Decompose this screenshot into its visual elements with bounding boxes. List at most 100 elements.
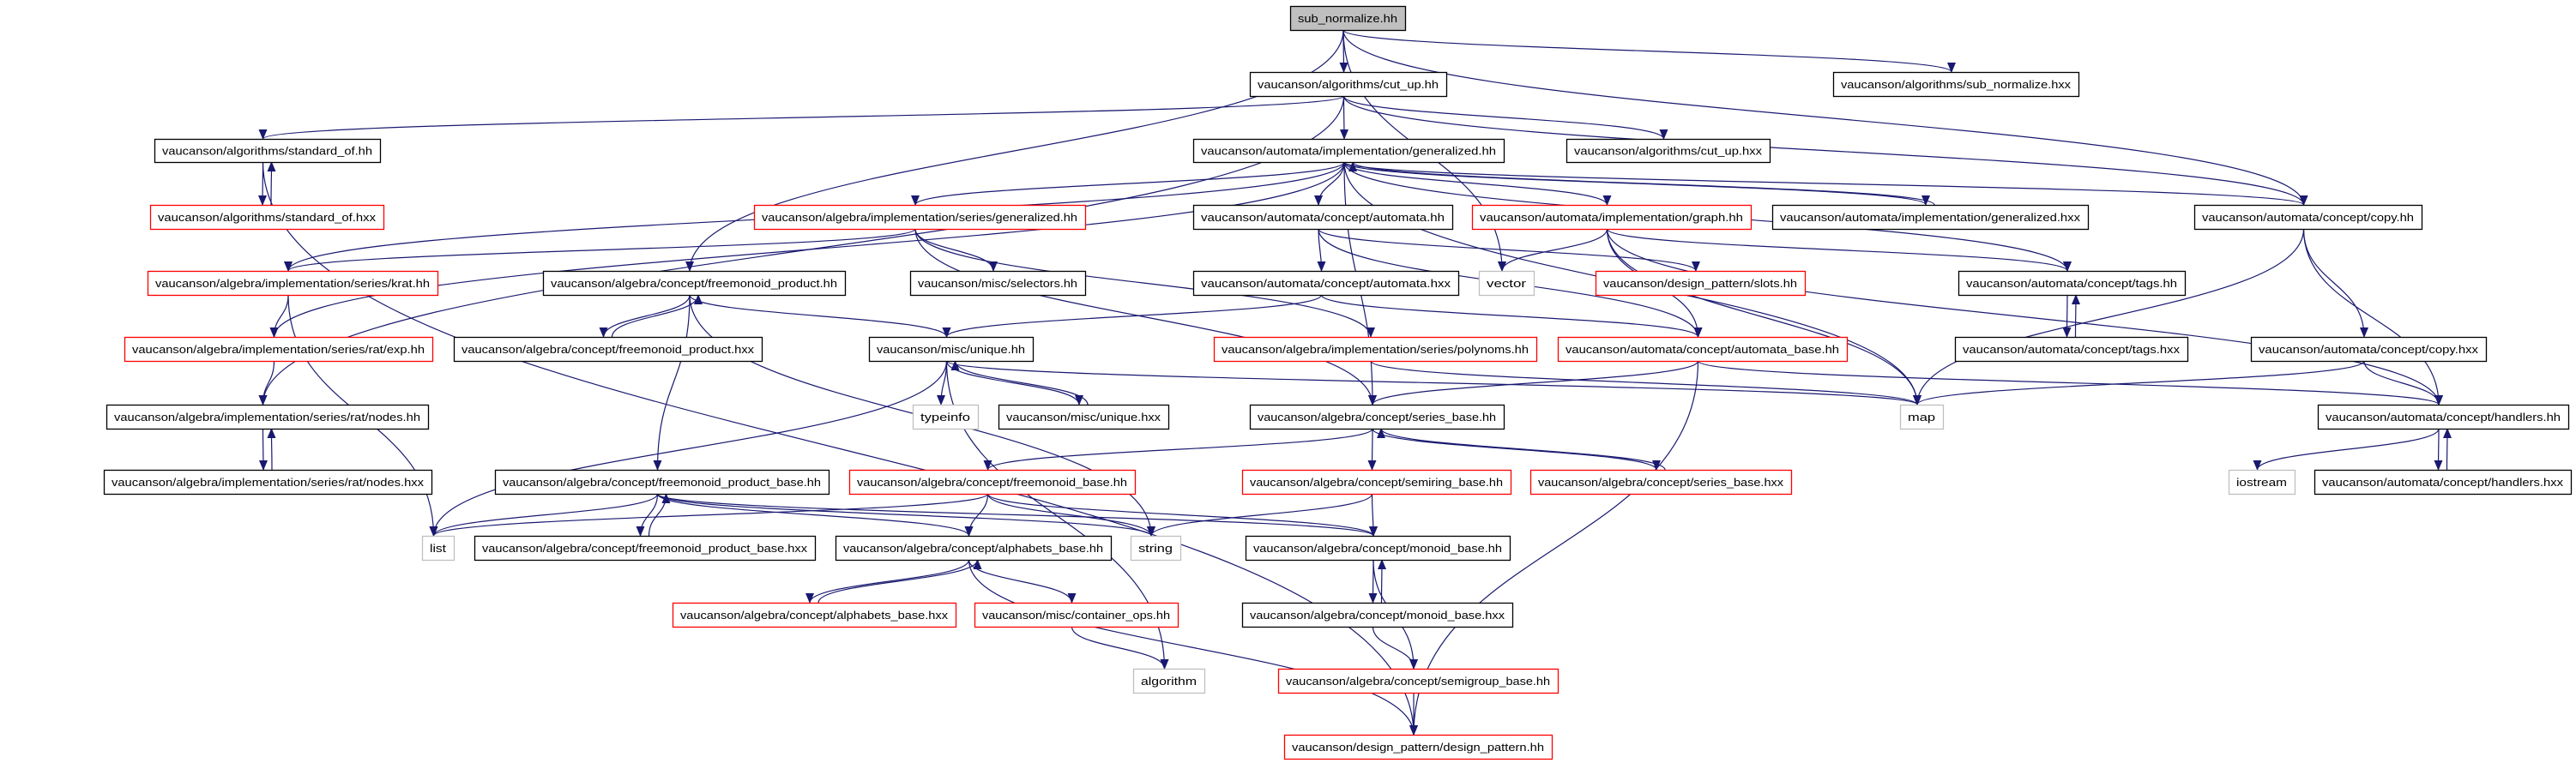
- edge-std_hh-to-dp: [262, 161, 1418, 736]
- edge-fmpb_hh-to-fmpb_hxx: [636, 493, 659, 537]
- node-tags_hxx[interactable]: vaucanson/automata/concept/tags.hxx: [1954, 336, 2189, 363]
- node-copy_hh[interactable]: vaucanson/automata/concept/copy.hh: [2193, 204, 2423, 231]
- node-label: vaucanson/misc/unique.hxx: [1006, 411, 1161, 424]
- edge-aut_hxx-to-unique: [942, 294, 1323, 338]
- node-box: [1529, 469, 1793, 496]
- node-semiring[interactable]: vaucanson/algebra/concept/semiring_base.…: [1241, 469, 1512, 496]
- node-selectors[interactable]: vaucanson/misc/selectors.hh: [909, 270, 1087, 297]
- node-std_hh[interactable]: vaucanson/algorithms/standard_of.hh: [154, 138, 382, 164]
- node-label: vaucanson/automata/concept/copy.hh: [2202, 211, 2414, 224]
- node-box: [1249, 404, 1505, 430]
- node-box: [1245, 535, 1511, 562]
- node-fmp_hxx[interactable]: vaucanson/algebra/concept/freemonoid_pro…: [453, 336, 763, 363]
- node-semigroup[interactable]: vaucanson/algebra/concept/semigroup_base…: [1277, 668, 1559, 694]
- node-sn[interactable]: sub_normalize.hh: [1289, 5, 1407, 32]
- node-gen_hxx[interactable]: vaucanson/automata/implementation/genera…: [1771, 204, 2090, 231]
- node-nodes_hxx[interactable]: vaucanson/algebra/implementation/series/…: [103, 469, 433, 496]
- node-label: vaucanson/algebra/concept/freemonoid_pro…: [462, 343, 755, 356]
- node-label: vaucanson/algebra/concept/series_base.hx…: [1538, 476, 1784, 489]
- node-fmpb_hh[interactable]: vaucanson/algebra/concept/freemonoid_pro…: [494, 469, 830, 496]
- edge-sn-to-sn_hxx: [1342, 29, 1956, 73]
- node-unique_hxx[interactable]: vaucanson/misc/unique.hxx: [998, 404, 1170, 430]
- node-box: [1283, 734, 1553, 760]
- edge-alph_hh-to-dp: [968, 559, 1418, 736]
- node-tags_hh[interactable]: vaucanson/automata/concept/tags.hh: [1958, 270, 2187, 297]
- node-aut_hh[interactable]: vaucanson/automata/concept/automata.hh: [1192, 204, 1454, 231]
- node-krat[interactable]: vaucanson/algebra/implementation/series/…: [147, 270, 439, 297]
- node-label: vaucanson/automata/concept/tags.hxx: [1963, 343, 2181, 356]
- node-label: typeinfo: [920, 411, 970, 424]
- node-alph_hh[interactable]: vaucanson/algebra/concept/alphabets_base…: [835, 535, 1113, 562]
- node-slots[interactable]: vaucanson/design_pattern/slots.hh: [1595, 270, 1807, 297]
- node-algorithm: algorithm: [1132, 668, 1206, 694]
- node-gen_hh[interactable]: vaucanson/automata/implementation/genera…: [1192, 138, 1505, 164]
- node-label: vaucanson/algebra/implementation/series/…: [132, 343, 425, 356]
- node-label: vaucanson/misc/selectors.hh: [918, 277, 1077, 290]
- node-alph_hxx[interactable]: vaucanson/algebra/concept/alphabets_base…: [672, 602, 957, 628]
- node-cutup_hxx[interactable]: vaucanson/algorithms/cut_up.hxx: [1566, 138, 1771, 164]
- node-nodes_hh[interactable]: vaucanson/algebra/implementation/series/…: [106, 404, 430, 430]
- edge-handlers_hxx-to-handlers_hh: [2442, 428, 2452, 471]
- node-fmb_hh[interactable]: vaucanson/algebra/concept/freemonoid_bas…: [848, 469, 1137, 496]
- node-box: [1958, 270, 2187, 297]
- node-label: vaucanson/misc/container_ops.hh: [982, 609, 1170, 622]
- node-monoid_hxx[interactable]: vaucanson/algebra/concept/monoid_base.hx…: [1241, 602, 1514, 628]
- node-label: vaucanson/algorithms/sub_normalize.hxx: [1841, 78, 2072, 91]
- edge-container-to-algorithm: [1071, 626, 1169, 670]
- node-copy_hxx[interactable]: vaucanson/automata/concept/copy.hxx: [2250, 336, 2488, 363]
- node-dp[interactable]: vaucanson/design_pattern/design_pattern.…: [1283, 734, 1553, 760]
- edge-fmb_hh-to-alph_hh: [964, 493, 989, 537]
- edges-layer: [258, 29, 2452, 736]
- node-aut_hxx[interactable]: vaucanson/automata/concept/automata.hxx: [1192, 270, 1460, 297]
- node-box: [974, 602, 1179, 628]
- node-aut_base[interactable]: vaucanson/automata/concept/automata_base…: [1557, 336, 1849, 363]
- node-fmpb_hxx[interactable]: vaucanson/algebra/concept/freemonoid_pro…: [474, 535, 817, 562]
- node-series_base[interactable]: vaucanson/algebra/concept/series_base.hh: [1249, 404, 1505, 430]
- edge-polynoms-to-map: [1370, 360, 1921, 406]
- node-box: [1192, 270, 1460, 297]
- node-cutup[interactable]: vaucanson/algorithms/cut_up.hh: [1249, 71, 1448, 98]
- node-sgen_hh[interactable]: vaucanson/algebra/implementation/series/…: [753, 204, 1087, 231]
- node-handlers_hh[interactable]: vaucanson/automata/concept/handlers.hh: [2317, 404, 2570, 430]
- edge-unique-to-list: [429, 360, 948, 537]
- node-label: vaucanson/automata/concept/tags.hh: [1966, 277, 2177, 290]
- edge-sgen_hh-to-polynoms: [914, 228, 1375, 338]
- node-box: [453, 336, 763, 363]
- edge-semiring-to-string: [1147, 493, 1373, 537]
- node-label: vaucanson/automata/concept/automata_base…: [1566, 343, 1839, 356]
- node-box: [2193, 204, 2423, 231]
- node-polynoms[interactable]: vaucanson/algebra/implementation/series/…: [1213, 336, 1538, 363]
- node-label: vaucanson/automata/concept/copy.hxx: [2259, 343, 2479, 356]
- node-label: sub_normalize.hh: [1298, 12, 1397, 25]
- node-graph_hh[interactable]: vaucanson/automata/implementation/graph.…: [1471, 204, 1753, 231]
- node-exp[interactable]: vaucanson/algebra/implementation/series/…: [124, 336, 434, 363]
- edge-fmb_hh-to-monoid: [986, 493, 1378, 537]
- node-sb_hxx[interactable]: vaucanson/algebra/concept/series_base.hx…: [1529, 469, 1793, 496]
- node-label: vaucanson/algebra/concept/freemonoid_pro…: [482, 542, 808, 555]
- edge-sn-to-copy_hh: [1342, 29, 2308, 206]
- node-box: [147, 270, 439, 297]
- node-std_hxx[interactable]: vaucanson/algorithms/standard_of.hxx: [149, 204, 385, 231]
- edge-fmpb_hxx-to-fmpb_hh: [648, 493, 671, 537]
- node-handlers_hxx[interactable]: vaucanson/automata/concept/handlers.hxx: [2314, 469, 2573, 496]
- edge-fmp_hh-to-fmpb_hh: [653, 294, 691, 471]
- edge-fmp_hxx-to-fmp_hh: [611, 294, 703, 338]
- node-box: [1471, 204, 1753, 231]
- node-container[interactable]: vaucanson/misc/container_ops.hh: [974, 602, 1179, 628]
- edge-gen_hh-to-copy_hh: [1343, 161, 2308, 206]
- edge-cutup-to-copy_hh: [1342, 95, 2308, 206]
- node-box: [1132, 668, 1206, 694]
- node-label: vaucanson/automata/implementation/graph.…: [1480, 211, 1743, 224]
- node-box: [154, 138, 382, 164]
- node-box: [1954, 336, 2189, 363]
- node-fmp_hh[interactable]: vaucanson/algebra/concept/freemonoid_pro…: [542, 270, 847, 297]
- node-monoid[interactable]: vaucanson/algebra/concept/monoid_base.hh: [1245, 535, 1511, 562]
- node-unique[interactable]: vaucanson/misc/unique.hh: [868, 336, 1035, 363]
- edge-sgen_hh-to-series_base: [914, 228, 1377, 406]
- edge-series_base-to-semiring: [1367, 428, 1377, 471]
- node-label: vaucanson/automata/implementation/genera…: [1201, 145, 1496, 158]
- node-sn_hxx[interactable]: vaucanson/algorithms/sub_normalize.hxx: [1832, 71, 2080, 98]
- edge-tags_hh-to-tags_hxx: [2062, 294, 2072, 338]
- node-box: [1130, 535, 1182, 562]
- edge-copy_hxx-to-map: [1913, 360, 2365, 406]
